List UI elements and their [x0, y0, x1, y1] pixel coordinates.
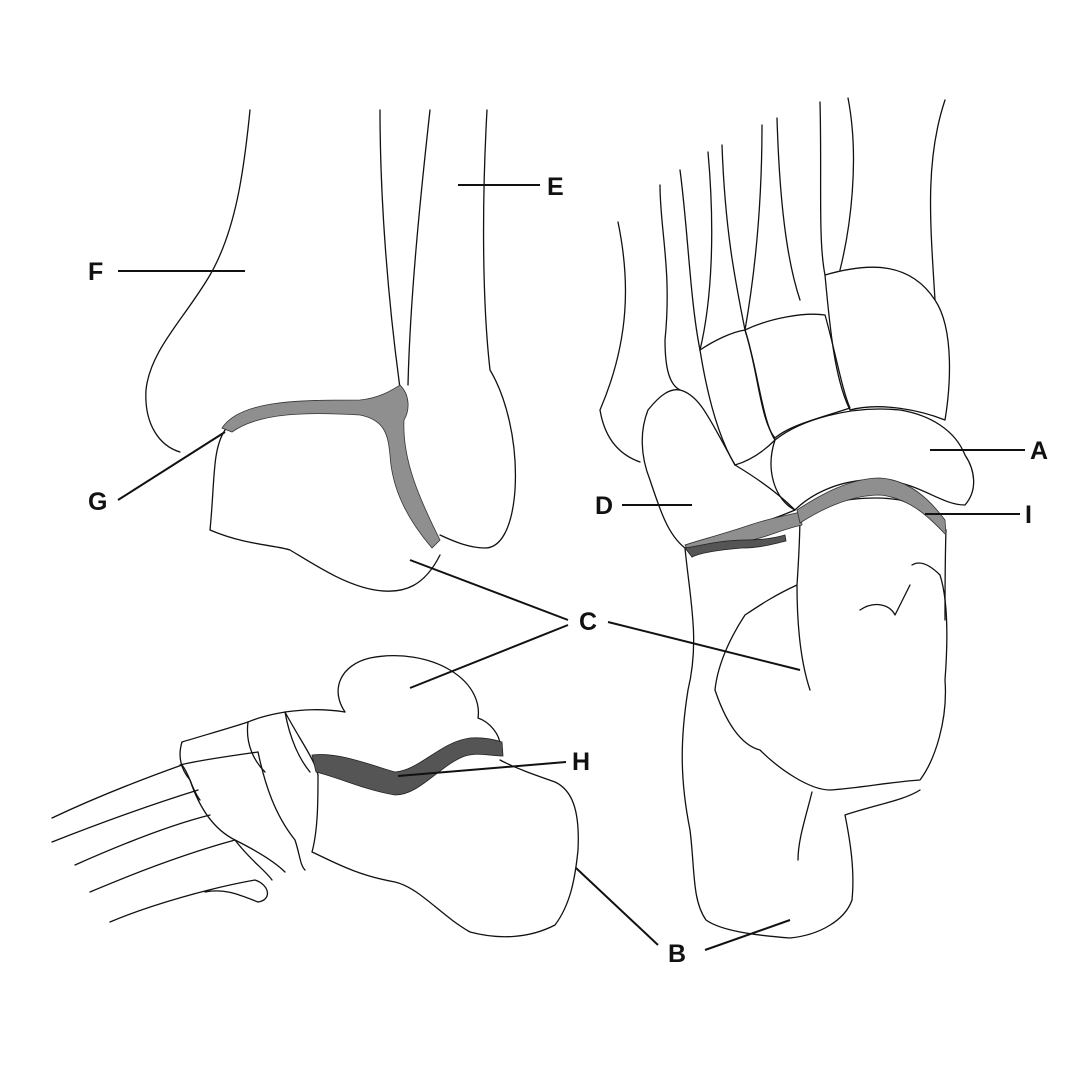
metatarsal-lateral-4: [89, 839, 236, 893]
labels: A B C D E F G H I: [88, 173, 1048, 968]
label-e: E: [547, 173, 564, 201]
ankle-front-view: [145, 109, 517, 592]
talonavicular-joint-space: [796, 477, 947, 537]
metatarsal-2a: [744, 124, 763, 331]
talus-dorsal-outline: [799, 497, 947, 621]
metatarsal-3a: [699, 151, 713, 351]
leader-c-1: [409, 559, 569, 621]
calcaneus-dorsal-inner: [796, 584, 813, 861]
cuneiform-lateral-c: [179, 721, 259, 766]
label-b: B: [668, 940, 686, 968]
leader-b-2: [704, 919, 791, 951]
metatarsal-1c: [929, 99, 946, 301]
tibia-inner-outline: [379, 109, 401, 389]
foot-lateral-view: [51, 655, 579, 938]
cuneiform-lateral-b: [246, 721, 266, 773]
talus-lateral-outline: [337, 655, 501, 746]
metatarsal-1a: [819, 101, 826, 276]
label-i: I: [1025, 501, 1032, 529]
metatarsal-2b: [776, 117, 801, 301]
label-f: F: [88, 258, 103, 286]
calcaneus-lateral-outline: [311, 759, 579, 938]
talus-dorsal-body: [714, 511, 948, 791]
metatarsal-lateral-3: [74, 814, 211, 866]
fibula-outline-right: [439, 109, 517, 549]
metatarsal-lateral-head: [179, 741, 273, 881]
cuneiform-lateral-a: [247, 711, 311, 773]
metatarsal-4a: [659, 184, 681, 391]
leader-c-3: [607, 621, 801, 671]
label-g: G: [88, 488, 107, 516]
metatarsal-3b: [721, 144, 746, 331]
cuboid-lateral: [234, 751, 306, 873]
ankle-joint-space: [221, 384, 441, 549]
lateral-cuneiform: [699, 329, 776, 466]
talus-dorsal-detail: [859, 584, 911, 616]
calcaneocuboid-joint-space: [684, 534, 787, 558]
leader-g: [117, 431, 226, 501]
foot-dorsal-view: [599, 97, 975, 939]
label-d: D: [595, 492, 613, 520]
metatarsal-lateral-1: [51, 764, 201, 819]
talus-lateral-base: [284, 709, 346, 713]
metatarsal-4b: [679, 169, 701, 351]
label-h: H: [572, 748, 590, 776]
navicular: [770, 408, 975, 511]
fibula-outline-left: [407, 109, 431, 386]
metatarsal-5: [599, 221, 641, 463]
medial-cuneiform: [824, 266, 951, 421]
leader-h: [397, 761, 567, 777]
metatarsal-lateral-5: [109, 879, 269, 923]
intermediate-cuneiform: [744, 313, 851, 439]
talus-front-outline: [209, 429, 441, 592]
leader-c-2: [409, 624, 569, 689]
label-c: C: [579, 608, 597, 636]
navicular-lateral: [284, 711, 319, 776]
label-a: A: [1030, 437, 1048, 465]
subtalar-lateral-joint-space: [311, 737, 504, 796]
metatarsal-1b: [839, 97, 855, 271]
leader-b-1: [575, 867, 659, 946]
metatarsal-lateral-2: [51, 789, 199, 843]
tibia-outline: [145, 109, 251, 453]
leader-lines: [117, 184, 1025, 951]
calcaneus-dorsal-outline: [681, 547, 921, 939]
